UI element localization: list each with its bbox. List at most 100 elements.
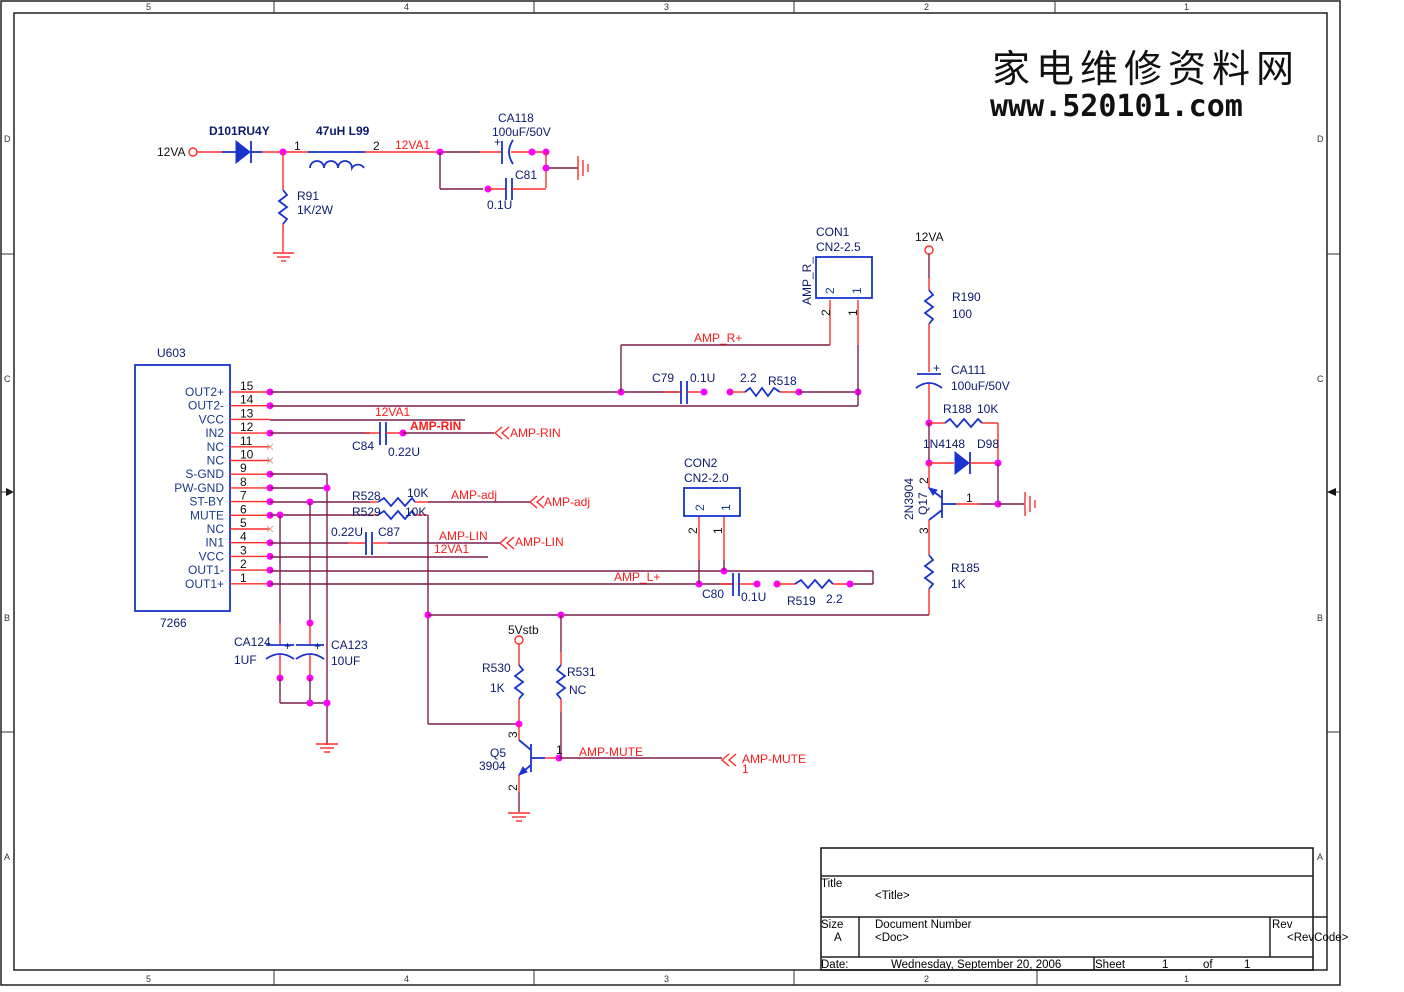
con1-inner-pin1: 1 — [850, 287, 864, 294]
c87-ref: C87 — [378, 525, 400, 539]
r518-ref: R518 — [768, 374, 797, 388]
zone-row-d-right: D — [1317, 134, 1324, 144]
drawing-border — [0, 0, 1341, 986]
delay-circuit: + — [915, 245, 1036, 605]
zone-col-2-bottom: 2 — [924, 974, 929, 984]
svg-text:+: + — [494, 135, 501, 149]
zone-col-1-bottom: 1 — [1184, 974, 1189, 984]
q17-pin-b: 1 — [966, 491, 973, 505]
sheet-number: 1 — [1162, 959, 1168, 971]
zone-col-3: 3 — [664, 2, 669, 12]
ic-pin-name: VCC — [199, 549, 225, 563]
zone-row-c: C — [4, 374, 11, 384]
ic-pin-name: VCC — [199, 412, 225, 426]
title-block — [820, 847, 1327, 971]
r188-value: 10K — [977, 402, 998, 416]
d98-value: 1N4148 — [923, 437, 965, 451]
svg-text:+: + — [284, 639, 291, 653]
q17-pin-e: 2 — [917, 477, 931, 484]
r531-value: NC — [569, 683, 587, 697]
net-amp-adj: AMP-adj — [451, 488, 497, 502]
ic-pin-number: 12 — [240, 420, 254, 434]
size-value: A — [834, 932, 842, 944]
ic-pin-number: 11 — [240, 434, 253, 448]
port-amp-lin: AMP-LIN — [515, 535, 564, 549]
title-value: <Title> — [875, 890, 910, 902]
c87-value: 0.22U — [331, 525, 363, 539]
r528-value: 10K — [407, 486, 428, 500]
ic-pin-number: 14 — [240, 393, 254, 407]
net-amp-r-plus: AMP_R+ — [694, 331, 742, 345]
zone-col-5-bottom: 5 — [146, 974, 151, 984]
d98-ref: D98 — [977, 437, 999, 451]
ic-pin-5: NC 5 — [207, 516, 274, 536]
ic-pin-number: 3 — [240, 543, 247, 557]
con1-part: CN2-2.5 — [816, 240, 861, 254]
ca111-value: 100uF/50V — [951, 379, 1010, 393]
zone-col-1: 1 — [1184, 2, 1189, 12]
power-port-12va — [188, 147, 198, 157]
r190-value: 100 — [952, 307, 972, 321]
docnum-value: <Doc> — [875, 932, 909, 944]
zone-row-d: D — [4, 134, 11, 144]
con1-pin2: 2 — [819, 309, 833, 316]
q5-emitter-arrow-icon — [517, 766, 528, 776]
q5-pin-c: 3 — [506, 731, 520, 738]
title-label: Title — [821, 878, 842, 890]
ic-pin-name: NC — [207, 522, 225, 536]
zone-col-4: 4 — [404, 2, 409, 12]
ic-u603-ref: U603 — [157, 346, 186, 360]
zone-row-a-right: A — [1317, 852, 1323, 862]
of-label: of — [1203, 959, 1213, 971]
ic-pin-number: 6 — [240, 502, 247, 516]
r190-ref: R190 — [952, 290, 981, 304]
ca118-ref: CA118 — [498, 111, 534, 125]
net-5vstb: 5Vstb — [508, 623, 539, 637]
ic-pin-name: IN2 — [205, 426, 224, 440]
inductor-pin2: 2 — [373, 139, 380, 153]
ic-pin-number: 5 — [240, 516, 247, 530]
svg-text:+: + — [314, 639, 321, 653]
r528-ref: R528 — [352, 489, 381, 503]
wiring — [270, 300, 930, 745]
net-12va1-pin13: 12VA1 — [375, 405, 410, 419]
q5-pin-b: 1 — [556, 743, 563, 757]
ca118-value: 100uF/50V — [492, 125, 551, 139]
con1-inner-pin2: 2 — [823, 287, 837, 294]
ic-pin-number: 15 — [240, 379, 254, 393]
con2-pin1: 1 — [711, 527, 725, 534]
q17-ref: Q17 — [916, 492, 930, 515]
c79-value: 0.1U — [690, 371, 715, 385]
ic-pin-name: NC — [207, 454, 225, 468]
c81-value: 0.1U — [487, 198, 512, 212]
r531-ref: R531 — [567, 665, 596, 679]
ic-pin-name: OUT1+ — [185, 577, 224, 591]
watermark-url: www.520101.com — [990, 89, 1243, 124]
diode-d101-symbol — [235, 139, 251, 165]
ca124-ref: CA124 — [234, 635, 271, 649]
connector-con1-body — [815, 256, 873, 299]
r518-value: 2.2 — [740, 371, 757, 385]
mute-transistor-circuit — [508, 615, 722, 822]
c84-value: 0.22U — [388, 445, 420, 459]
zone-row-b-right: B — [1317, 613, 1323, 623]
c84-ref: C84 — [352, 439, 374, 453]
zone-col-3-bottom: 3 — [664, 974, 669, 984]
net-12va-right: 12VA — [915, 230, 943, 244]
ic-pin-name: OUT2+ — [185, 385, 224, 399]
docnum-label: Document Number — [875, 919, 972, 931]
ic-pin-name: S-GND — [185, 467, 224, 481]
resistor-r91-symbol — [277, 189, 289, 225]
inductor-pin1: 1 — [294, 139, 301, 153]
con1-side-label: AMP_R_ — [800, 257, 814, 305]
zone-col-5: 5 — [146, 2, 151, 12]
ic-pin-name: OUT1- — [188, 563, 224, 577]
r530-value: 1K — [490, 681, 505, 695]
zone-col-2: 2 — [924, 2, 929, 12]
ic-u603-part: 7266 — [160, 616, 187, 630]
